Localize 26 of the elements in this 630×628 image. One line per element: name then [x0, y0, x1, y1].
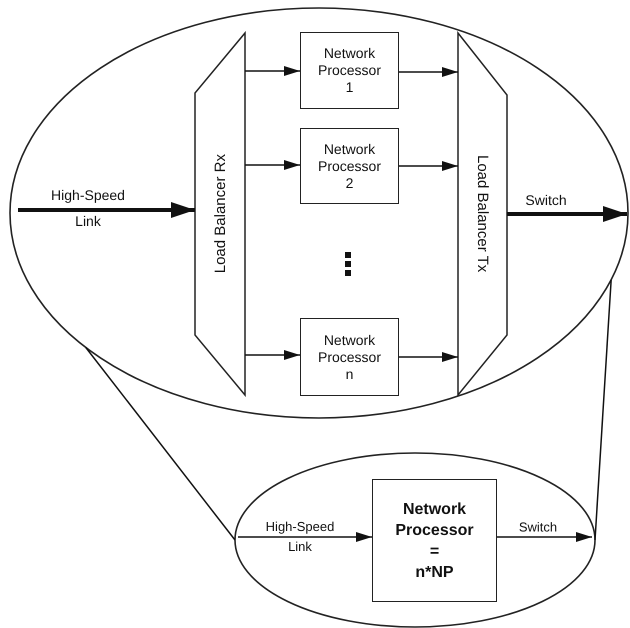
connector-line — [85, 347, 236, 540]
arrow — [238, 532, 372, 542]
arrow — [497, 532, 592, 542]
arrow — [399, 352, 458, 362]
ellipse-outline — [10, 8, 628, 418]
edge-label: High-Speed Link — [50, 186, 126, 231]
arrow — [245, 350, 300, 360]
ellipse-outline — [235, 453, 595, 627]
processor-box: Network Processor n — [300, 318, 399, 396]
processor-box: Network Processor 1 — [300, 32, 399, 109]
load-balancer-label: Load Balancer Tx — [474, 155, 491, 273]
load-balancer-trapezoid — [458, 33, 507, 395]
connector-line — [594, 280, 612, 540]
arrow — [399, 161, 458, 171]
load-balancer-trapezoid — [195, 33, 245, 395]
arrow — [507, 206, 627, 222]
processor-box: Network Processor 2 — [300, 128, 399, 204]
arrow — [245, 66, 300, 76]
processor-box: Network Processor = n*NP — [372, 479, 497, 602]
arrow — [399, 67, 458, 77]
load-balancer-label: Load Balancer Rx — [212, 154, 228, 274]
arrow — [18, 202, 195, 218]
arrow — [245, 160, 300, 170]
edge-label: Switch — [518, 520, 558, 534]
edge-label: Switch — [525, 192, 567, 208]
edge-label: High-Speed Link — [264, 518, 336, 556]
